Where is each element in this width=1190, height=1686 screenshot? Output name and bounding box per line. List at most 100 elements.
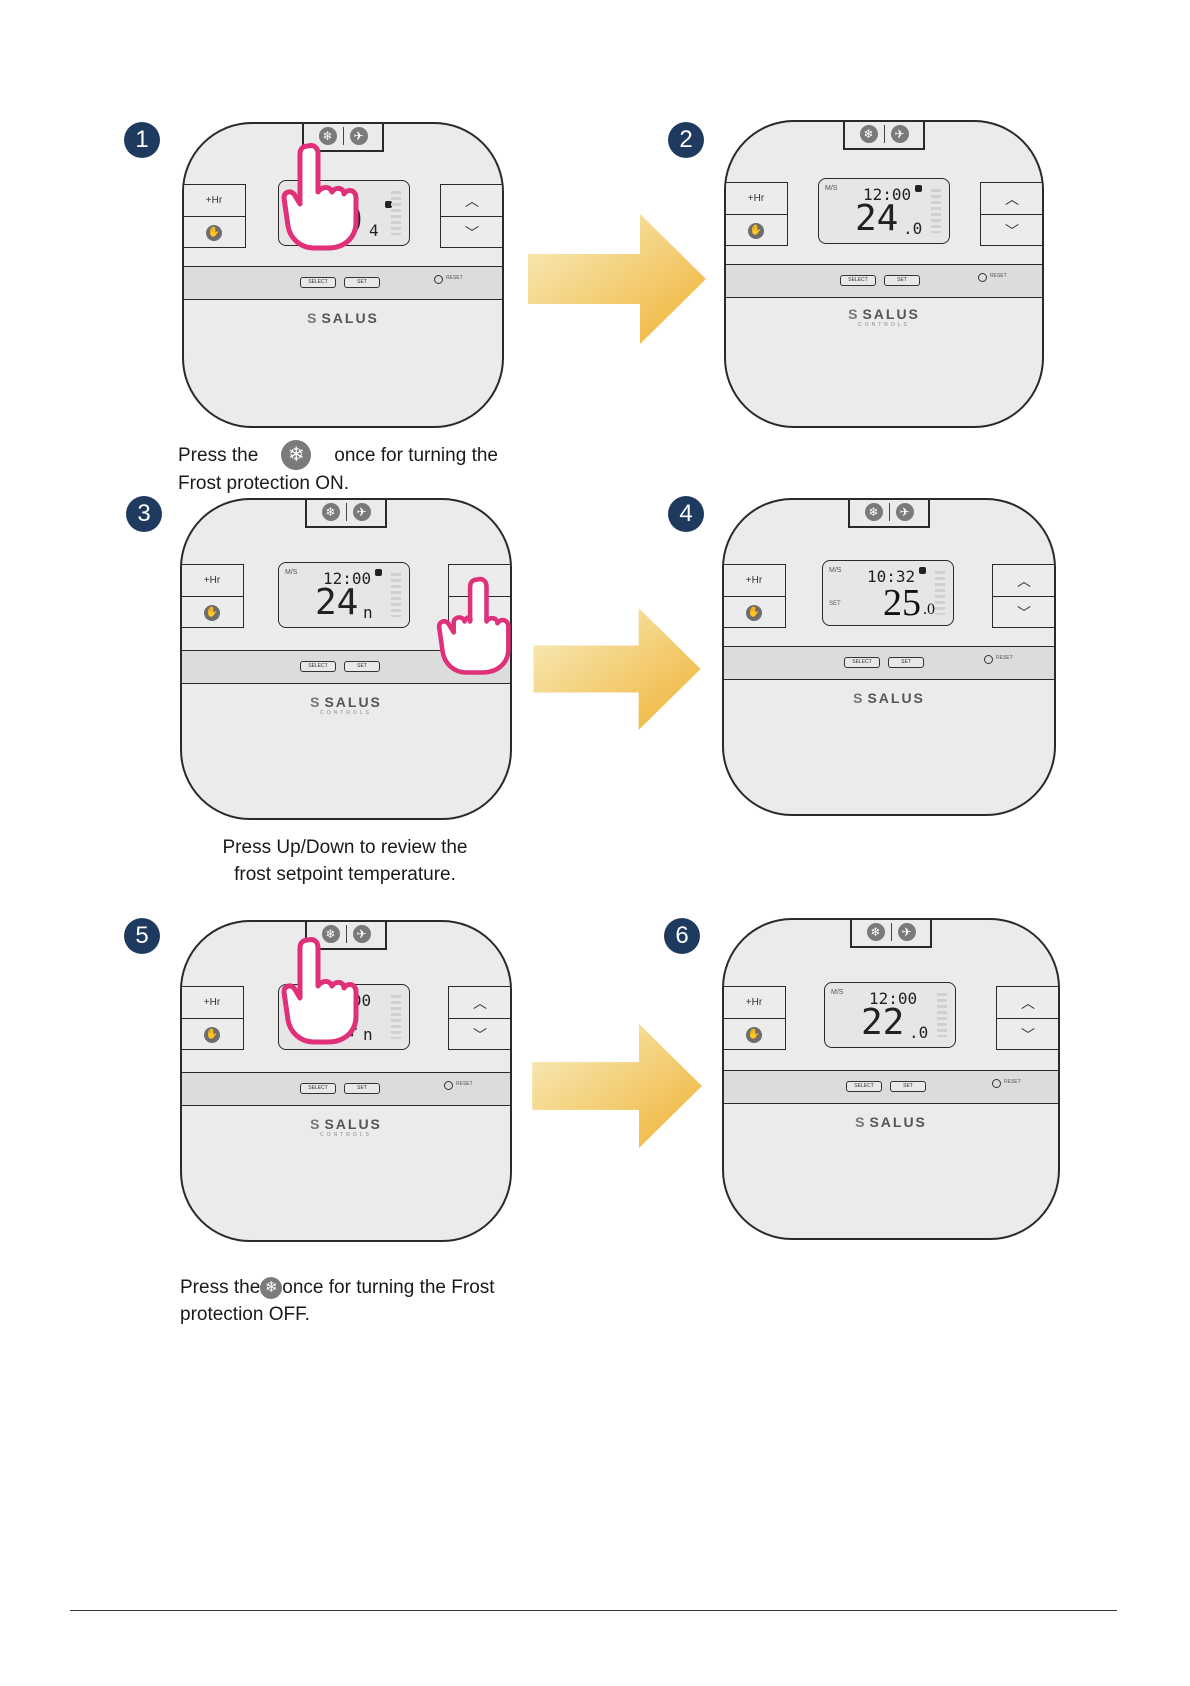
salus-logo-icon: S xyxy=(310,1116,322,1132)
thermostat-step-2: ❄ ✈ +Hr ✋ M/S 12:00 24 .0 ︿ ﹀ SELECT SET… xyxy=(724,120,1044,428)
reset-button[interactable] xyxy=(978,273,987,282)
reset-button[interactable] xyxy=(992,1079,1001,1088)
set-button[interactable]: SET xyxy=(890,1081,926,1092)
hand-icon: ✋ xyxy=(204,604,220,621)
select-button[interactable]: SELECT xyxy=(846,1081,882,1092)
lcd-display: M/S 10:32 SET 25 .0 xyxy=(822,560,954,626)
left-button-group: +Hr ✋ xyxy=(724,564,786,628)
plus-hour-button[interactable]: +Hr xyxy=(184,185,245,216)
manual-override-button[interactable]: ✋ xyxy=(184,216,245,248)
reset-button[interactable] xyxy=(984,655,993,664)
snowflake-icon[interactable]: ❄ xyxy=(318,127,337,145)
select-button[interactable]: SELECT xyxy=(300,661,336,672)
down-button[interactable]: ﹀ xyxy=(441,216,502,248)
snowflake-icon[interactable]: ❄ xyxy=(859,125,878,143)
up-button[interactable]: ︿ xyxy=(449,987,510,1018)
frost-indicator-icon xyxy=(385,201,392,208)
frost-holiday-button-panel: ❄ ✈ xyxy=(305,500,387,528)
salus-logo-icon: S xyxy=(848,306,860,322)
manual-override-button[interactable]: ✋ xyxy=(182,1018,243,1050)
down-button[interactable]: ﹀ xyxy=(981,214,1042,246)
lcd-time: 12:00 xyxy=(323,569,372,588)
select-button[interactable]: SELECT xyxy=(300,277,336,288)
caption-review-setpoint: Press Up/Down to review the frost setpoi… xyxy=(180,834,510,888)
snowflake-icon[interactable]: ❄ xyxy=(321,503,340,521)
hand-icon: ✋ xyxy=(204,1026,220,1043)
salus-logo-icon: S xyxy=(855,1114,867,1130)
lcd-display: M/S 12:00 24 n xyxy=(278,562,410,628)
frost-holiday-button-panel: ❄ ✈ xyxy=(850,920,932,948)
manual-override-button[interactable]: ✋ xyxy=(724,596,785,628)
up-button[interactable]: ︿ xyxy=(993,565,1054,596)
lcd-segment-bar xyxy=(931,189,941,233)
set-button[interactable]: SET xyxy=(884,275,920,286)
up-button[interactable]: ︿ xyxy=(441,185,502,216)
chevron-up-icon: ︿ xyxy=(465,193,479,210)
plus-hour-button[interactable]: +Hr xyxy=(726,183,787,214)
lcd-mode-label: M/S xyxy=(831,989,844,996)
airplane-icon[interactable]: ✈ xyxy=(890,125,909,143)
airplane-icon[interactable]: ✈ xyxy=(895,503,914,521)
select-button[interactable]: SELECT xyxy=(300,1083,336,1094)
chevron-up-icon: ︿ xyxy=(1017,573,1031,590)
down-button[interactable]: ﹀ xyxy=(997,1018,1058,1050)
brand-name: SALUS xyxy=(324,1116,382,1132)
caption-frost-on-suffix: once for turning the xyxy=(334,444,498,466)
reset-button[interactable] xyxy=(434,275,443,284)
set-button[interactable]: SET xyxy=(344,277,380,288)
plus-hour-button[interactable]: +Hr xyxy=(724,565,785,596)
plus-hour-button[interactable]: +Hr xyxy=(724,987,785,1018)
frost-indicator-icon xyxy=(915,185,922,192)
set-button[interactable]: SET xyxy=(344,661,380,672)
chevron-up-icon: ︿ xyxy=(473,995,487,1012)
airplane-icon[interactable]: ✈ xyxy=(349,127,368,145)
caption-review-line1: Press Up/Down to review the xyxy=(222,837,468,858)
manual-override-button[interactable]: ✋ xyxy=(182,596,243,628)
brand-subtitle: CONTROLS xyxy=(320,1132,372,1138)
set-button[interactable]: SET xyxy=(888,657,924,668)
up-button[interactable]: ︿ xyxy=(981,183,1042,214)
plus-hour-button[interactable]: +Hr xyxy=(182,565,243,596)
snowflake-icon[interactable]: ❄ xyxy=(866,923,885,941)
salus-logo-icon: S xyxy=(307,310,319,326)
down-button[interactable]: ﹀ xyxy=(449,1018,510,1050)
airplane-icon[interactable]: ✈ xyxy=(897,923,916,941)
manual-override-button[interactable]: ✋ xyxy=(724,1018,785,1050)
snowflake-icon[interactable]: ❄ xyxy=(321,925,340,943)
down-button[interactable]: ﹀ xyxy=(993,596,1054,628)
control-strip: SELECT SET RESET xyxy=(726,264,1042,298)
reset-label: RESET xyxy=(456,1081,473,1087)
chevron-down-icon: ﹀ xyxy=(465,225,479,242)
plus-hour-button[interactable]: +Hr xyxy=(182,987,243,1018)
select-button[interactable]: SELECT xyxy=(844,657,880,668)
select-button[interactable]: SELECT xyxy=(840,275,876,286)
chevron-down-icon: ﹀ xyxy=(1021,1027,1035,1044)
frost-holiday-button-panel: ❄ ✈ xyxy=(843,122,925,150)
caption-review-line2: frost setpoint temperature. xyxy=(234,864,456,885)
up-button[interactable]: ︿ xyxy=(997,987,1058,1018)
lcd-segment-bar xyxy=(391,995,401,1039)
lcd-temperature: 22 xyxy=(861,1002,905,1043)
airplane-icon[interactable]: ✈ xyxy=(352,503,371,521)
control-strip: SELECT SET RESET xyxy=(182,1072,510,1106)
step-badge-2: 2 xyxy=(668,122,704,158)
set-button[interactable]: SET xyxy=(344,1083,380,1094)
plus-hour-label: +Hr xyxy=(203,575,221,586)
salus-logo-icon: S xyxy=(853,690,865,706)
plus-hour-label: +Hr xyxy=(747,193,765,204)
chevron-up-icon: ︿ xyxy=(1005,191,1019,208)
thermostat-step-1: ❄ ✈ +Hr ✋ 0 4 ︿ ﹀ SELECT SET RESET SSALU… xyxy=(182,122,504,428)
airplane-icon[interactable]: ✈ xyxy=(352,925,371,943)
manual-override-button[interactable]: ✋ xyxy=(726,214,787,246)
up-down-button-group: ︿ ﹀ xyxy=(992,564,1054,628)
reset-button[interactable] xyxy=(444,1081,453,1090)
reset-label: RESET xyxy=(990,273,1007,279)
brand-subtitle: CONTROLS xyxy=(858,322,910,328)
salus-logo-icon: S xyxy=(310,694,322,710)
snowflake-icon[interactable]: ❄ xyxy=(864,503,883,521)
